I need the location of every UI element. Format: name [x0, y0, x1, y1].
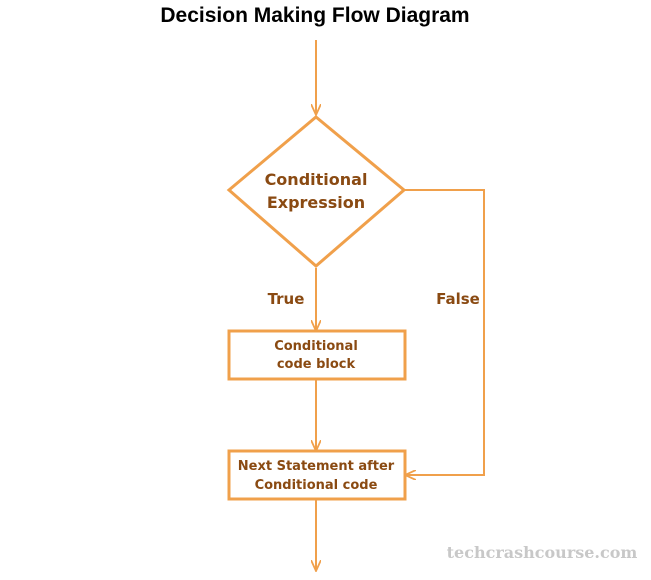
code-block-label-line1: Conditional: [274, 339, 358, 354]
true-label: True: [268, 290, 305, 308]
code-block-node: Conditional code block: [227, 329, 407, 381]
code-block-label-line2: code block: [277, 357, 356, 372]
decision-label-line2: Expression: [267, 193, 365, 212]
watermark-text: techcrashcourse.com: [447, 543, 638, 562]
next-statement-node: Next Statement after Conditional code: [227, 449, 407, 501]
false-arrow: [404, 189, 485, 475]
false-label: False: [436, 290, 480, 308]
next-statement-label-line1: Next Statement after: [238, 459, 395, 474]
decision-node: Conditional Expression: [226, 115, 407, 268]
decision-diamond-shape: [226, 115, 407, 268]
code-block-rect: [227, 329, 407, 381]
page-title: Decision Making Flow Diagram: [160, 4, 470, 27]
decision-label-line1: Conditional: [265, 170, 368, 189]
next-statement-label-line2: Conditional code: [255, 478, 378, 493]
next-statement-rect: [227, 449, 407, 501]
